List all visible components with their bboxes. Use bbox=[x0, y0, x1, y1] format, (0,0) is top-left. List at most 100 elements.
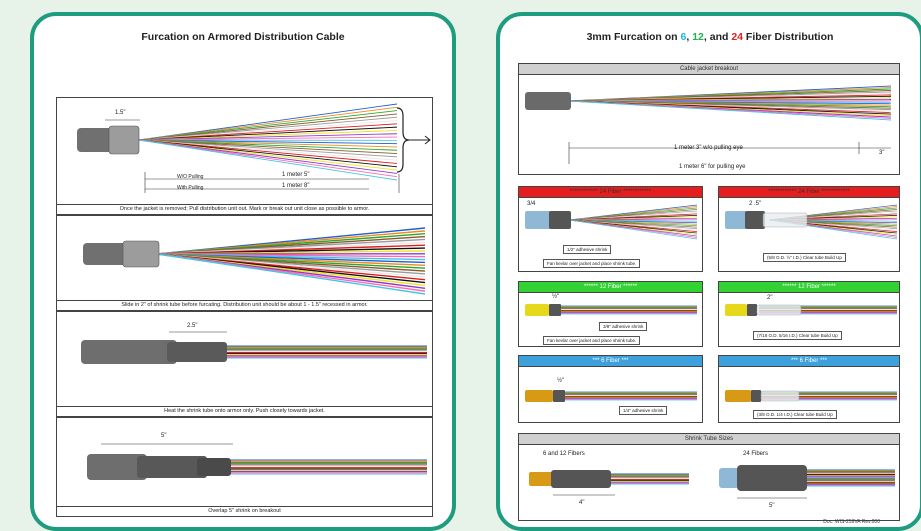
step1-caption: Once the jacket is removed; Pull distrib… bbox=[57, 204, 432, 214]
fanned-fibers bbox=[569, 205, 697, 239]
step1-box: 1.5" W/O Pulling 1 meter 5" With Pulling… bbox=[56, 97, 433, 215]
step4-box: 5" Overlap 5" shrink on breakout bbox=[56, 417, 433, 517]
armor bbox=[123, 241, 159, 267]
fiber12-right-label1: (7/16 O.D. 5/16 I.D.) Clear tube Build U… bbox=[753, 331, 842, 340]
cable-jacket bbox=[81, 340, 177, 364]
step1-dim-label: 1.5" bbox=[115, 110, 125, 116]
fiber12-left-label1: 3/8" adhesive shrink bbox=[599, 322, 647, 331]
wo-pulling-label: W/O Pulling bbox=[177, 174, 203, 180]
shrink-tube bbox=[137, 456, 207, 478]
fiber12-left-label2: Fan kevlar over jacket and place shrink … bbox=[543, 336, 640, 345]
jacket bbox=[725, 390, 751, 402]
step3-box: 2.5" Heat the shrink tube onto armor onl… bbox=[56, 311, 433, 417]
fanned-fibers bbox=[157, 228, 425, 294]
fiber6-left-diagram bbox=[519, 356, 704, 424]
with-pulling-value: 1 meter 8" bbox=[282, 183, 309, 189]
adhesive-shrink bbox=[549, 211, 571, 229]
shrink-sizes-box: Shrink Tube Sizes 6 and 12 Fibers 24 Fib… bbox=[518, 433, 900, 521]
adhesive-shrink bbox=[747, 304, 757, 316]
clear-tube bbox=[757, 305, 801, 315]
adhesive-shrink bbox=[549, 304, 561, 316]
fiber6-left-dim: ½" bbox=[557, 378, 564, 384]
breakout-dim1: 1 meter 3" w/o pulling eye bbox=[674, 145, 743, 151]
fiber12-right-dim: 2" bbox=[767, 295, 772, 301]
fiber24-left-dim: 3/4 bbox=[527, 201, 535, 207]
step3-diagram bbox=[57, 312, 434, 418]
title-sep: , and bbox=[704, 31, 731, 43]
step2-box: Slide in 2" of shrink tube before furcat… bbox=[56, 215, 433, 311]
step4-dim-label: 5" bbox=[161, 433, 166, 439]
fiber6-left-box: *** 6 Fiber *** ½" 1/4" adhesive shrink bbox=[518, 355, 703, 423]
cable-breakout-diagram bbox=[519, 64, 901, 176]
step4-caption: Overlap 5" shrink on breakout bbox=[57, 506, 432, 516]
clear-tube bbox=[763, 213, 807, 227]
fiber-bundle bbox=[559, 392, 697, 400]
breakout-dim1b: 3" bbox=[879, 150, 884, 156]
fiber-strand bbox=[139, 114, 397, 140]
doc-number: Doc. WIS-259VA Rev.000 bbox=[823, 519, 880, 525]
adhesive-shrink bbox=[751, 390, 761, 402]
fanned-fibers bbox=[139, 104, 397, 180]
fiber-strand bbox=[139, 140, 397, 167]
fiber-bundle bbox=[805, 470, 895, 486]
with-pulling-label: With Pulling bbox=[177, 185, 203, 191]
fiber-strand bbox=[139, 140, 397, 170]
fiber-bundle bbox=[609, 474, 689, 484]
jacket bbox=[529, 472, 553, 486]
shrink-tube bbox=[167, 342, 227, 362]
shrink-left-dim: 4" bbox=[579, 500, 584, 506]
jacket bbox=[725, 211, 747, 229]
step4-diagram bbox=[57, 418, 434, 518]
title-count-24: 24 bbox=[731, 31, 743, 43]
armor bbox=[109, 126, 139, 154]
fiber24-right-dim: 2 .5" bbox=[749, 201, 761, 207]
cable-jacket bbox=[525, 92, 571, 110]
fiber24-left-box: ************ 24 Fiber ************ 3/4 1… bbox=[518, 186, 703, 272]
shrink-tube bbox=[737, 465, 807, 491]
fiber24-left-label2: Fan kevlar over jacket and place shrink … bbox=[543, 259, 640, 268]
shrink-tube bbox=[551, 470, 611, 488]
title-count-12: 12 bbox=[692, 31, 704, 43]
fiber6-left-label1: 1/4" adhesive shrink bbox=[619, 406, 667, 415]
clear-tube bbox=[761, 391, 799, 401]
fiber-bundle bbox=[223, 346, 427, 358]
fiber6-right-box: *** 6 Fiber *** (3/8 O.D. 1/4 I.D.) Clea… bbox=[718, 355, 900, 423]
breakout-dim2: 1 meter 6" for pulling eye bbox=[679, 164, 746, 170]
adhesive-shrink bbox=[553, 390, 565, 402]
fiber-bundle bbox=[229, 460, 427, 474]
jacket bbox=[725, 304, 747, 316]
shrink-right-dim: 5" bbox=[769, 503, 774, 509]
jacket bbox=[525, 304, 549, 316]
step2-diagram bbox=[57, 216, 434, 312]
fiber12-left-box: ****** 12 Fiber ****** ½" 3/8" adhesive … bbox=[518, 281, 703, 347]
fiber24-left-label1: 1/2" adhesive shrink bbox=[563, 245, 611, 254]
fiber-strand bbox=[139, 127, 397, 140]
fiber24-right-label1: (5/8 O.D. ½" I.D.) Clear tube Build Up bbox=[763, 253, 846, 262]
step2-caption: Slide in 2" of shrink tube before furcat… bbox=[57, 300, 432, 310]
fiber12-right-box: ****** 12 Fiber ****** 2" (7/16 O.D. 5/1… bbox=[718, 281, 900, 347]
shrink-sizes-diagram bbox=[519, 434, 901, 522]
left-panel-title: Furcation on Armored Distribution Cable bbox=[34, 31, 452, 43]
breakout-tube bbox=[197, 458, 231, 476]
adhesive-shrink bbox=[745, 211, 765, 229]
jacket bbox=[525, 211, 551, 229]
jacket bbox=[719, 468, 739, 488]
cable-breakout-box: Cable jacket breakout 1 meter 3" w/o pul… bbox=[518, 63, 900, 175]
step1-diagram bbox=[57, 98, 434, 216]
step3-dim-label: 2.5" bbox=[187, 323, 197, 329]
title-prefix: 3mm Furcation on bbox=[587, 31, 681, 43]
left-panel: Furcation on Armored Distribution Cable … bbox=[30, 12, 456, 531]
step3-caption: Heat the shrink tube onto armor only. Pu… bbox=[57, 406, 432, 416]
right-panel-title: 3mm Furcation on 6, 12, and 24 Fiber Dis… bbox=[500, 31, 920, 43]
fiber-bundle bbox=[559, 306, 697, 314]
fiber12-left-dim: ½" bbox=[552, 294, 559, 300]
title-suffix: Fiber Distribution bbox=[743, 31, 833, 43]
fiber6-right-label1: (3/8 O.D. 1/4 I.D.) Clear tube Build Up bbox=[753, 410, 837, 419]
shrink-left-label: 6 and 12 Fibers bbox=[543, 451, 585, 457]
bracket bbox=[397, 108, 409, 172]
fanned-fibers bbox=[569, 86, 891, 120]
wo-pulling-value: 1 meter 5" bbox=[282, 172, 309, 178]
fiber24-right-box: ************ 24 Fiber ************ 2 .5"… bbox=[718, 186, 900, 272]
shrink-right-label: 24 Fibers bbox=[743, 451, 768, 457]
right-panel: 3mm Furcation on 6, 12, and 24 Fiber Dis… bbox=[496, 12, 921, 531]
